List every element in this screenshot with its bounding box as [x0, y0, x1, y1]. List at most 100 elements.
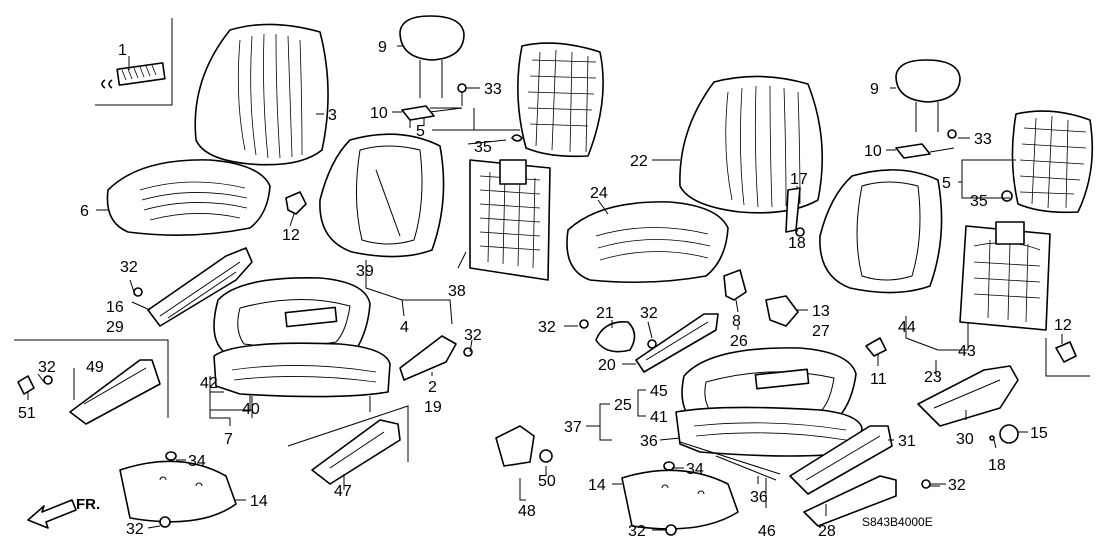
knob-15	[989, 424, 1019, 444]
callout-13: 13	[812, 303, 830, 320]
callout-27: 27	[812, 323, 830, 340]
headrest-left	[399, 15, 465, 128]
leader-lines	[27, 45, 1063, 531]
clip-11	[865, 337, 887, 357]
callout-3: 3	[328, 107, 337, 124]
back-panel-left	[511, 42, 604, 158]
callout-35b: 35	[970, 193, 988, 210]
diagram-code: S843B4000E	[862, 515, 933, 529]
seat-back-pad-left	[319, 133, 445, 258]
callout-36: 36	[640, 433, 658, 450]
recliner-link-17	[785, 187, 805, 237]
callout-18b: 18	[988, 457, 1006, 474]
callout-16: 16	[106, 299, 124, 316]
callout-48: 48	[518, 503, 536, 520]
callout-12: 12	[282, 227, 300, 244]
bracket-47	[287, 405, 409, 485]
cap-8	[723, 269, 747, 301]
callout-46: 46	[758, 523, 776, 540]
callout-2: 2	[428, 379, 437, 396]
callout-45: 45	[650, 383, 668, 400]
callout-19: 19	[424, 399, 442, 416]
callout-32: 32	[120, 259, 138, 276]
callout-32f: 32	[640, 305, 658, 322]
callout-23: 23	[924, 369, 942, 386]
callout-11: 11	[870, 371, 887, 388]
callout-5b: 5	[942, 175, 951, 192]
callout-32h: 32	[948, 477, 966, 494]
bracket-13-27	[765, 295, 799, 327]
callout-14: 14	[250, 493, 268, 510]
seat-rail-49	[14, 339, 169, 425]
callout-12b: 12	[1054, 317, 1072, 334]
part-1-inset	[95, 18, 173, 106]
seat-back-pad-right	[819, 169, 943, 294]
callout-34: 34	[188, 453, 206, 470]
side-shield-30	[917, 365, 1019, 427]
callout-6: 6	[80, 203, 89, 220]
callout-32e: 32	[538, 319, 556, 336]
callout-38: 38	[448, 283, 466, 300]
side-cover-14-left	[119, 451, 237, 528]
seat-track-31	[789, 425, 893, 495]
callout-10b: 10	[864, 143, 882, 160]
callout-18: 18	[788, 235, 806, 252]
side-cover-14-right	[621, 461, 739, 536]
clip-12-left	[285, 191, 307, 215]
bracket-2-19	[399, 335, 473, 381]
front-direction-arrow: FR.	[27, 496, 100, 529]
callout-49: 49	[86, 359, 104, 376]
bracket-48	[495, 425, 553, 467]
knob-21	[579, 319, 636, 353]
callout-30: 30	[956, 431, 974, 448]
seat-track-20	[635, 313, 719, 373]
seat-cushion-pad-left	[213, 277, 371, 359]
bolt-33-left	[457, 83, 467, 106]
headrest-right	[895, 59, 961, 159]
seat-rail-28	[803, 475, 897, 527]
callout-33: 33	[484, 81, 502, 98]
callout-14b: 14	[588, 477, 606, 494]
callout-32c: 32	[38, 359, 56, 376]
seat-cushion-cover-right	[566, 201, 729, 284]
seat-frame-left	[213, 342, 391, 412]
callout-33b: 33	[974, 131, 992, 148]
callout-4: 4	[400, 319, 409, 336]
seat-back-frame-right	[959, 221, 1051, 331]
callout-28: 28	[818, 523, 836, 540]
callout-1: 1	[118, 42, 127, 59]
callout-labels: 1 3 9 33 10 5 35 6 12 32 16 29 39 38 4 3…	[18, 39, 1072, 540]
back-panel-right	[1001, 110, 1094, 214]
callout-17: 17	[790, 171, 808, 188]
callout-22: 22	[630, 153, 648, 170]
seat-track-16-29	[133, 247, 253, 327]
callout-42: 42	[200, 375, 218, 392]
callout-36b: 36	[750, 489, 768, 506]
seat-back-cover-left	[194, 23, 329, 166]
callout-8: 8	[732, 313, 741, 330]
callout-24: 24	[590, 185, 608, 202]
callout-35: 35	[474, 139, 492, 156]
callout-31: 31	[898, 433, 916, 450]
callout-43: 43	[958, 343, 976, 360]
callout-26: 26	[730, 333, 748, 350]
callout-9: 9	[378, 39, 387, 56]
callout-15: 15	[1030, 425, 1048, 442]
seat-back-frame-left	[469, 159, 551, 281]
seat-back-cover-right	[679, 75, 824, 214]
callout-41: 41	[650, 409, 668, 426]
callout-51: 51	[18, 405, 36, 422]
callout-20: 20	[598, 357, 616, 374]
callout-50: 50	[538, 473, 556, 490]
seat-cushion-cover-left	[106, 159, 271, 236]
callout-47: 47	[334, 483, 352, 500]
callout-37: 37	[564, 419, 582, 436]
callout-34b: 34	[686, 461, 704, 478]
direction-label: FR.	[76, 496, 100, 513]
callout-7: 7	[224, 431, 233, 448]
callout-40: 40	[242, 401, 260, 418]
callout-29: 29	[106, 319, 124, 336]
callout-32b: 32	[464, 327, 482, 344]
callout-39: 39	[356, 263, 374, 280]
